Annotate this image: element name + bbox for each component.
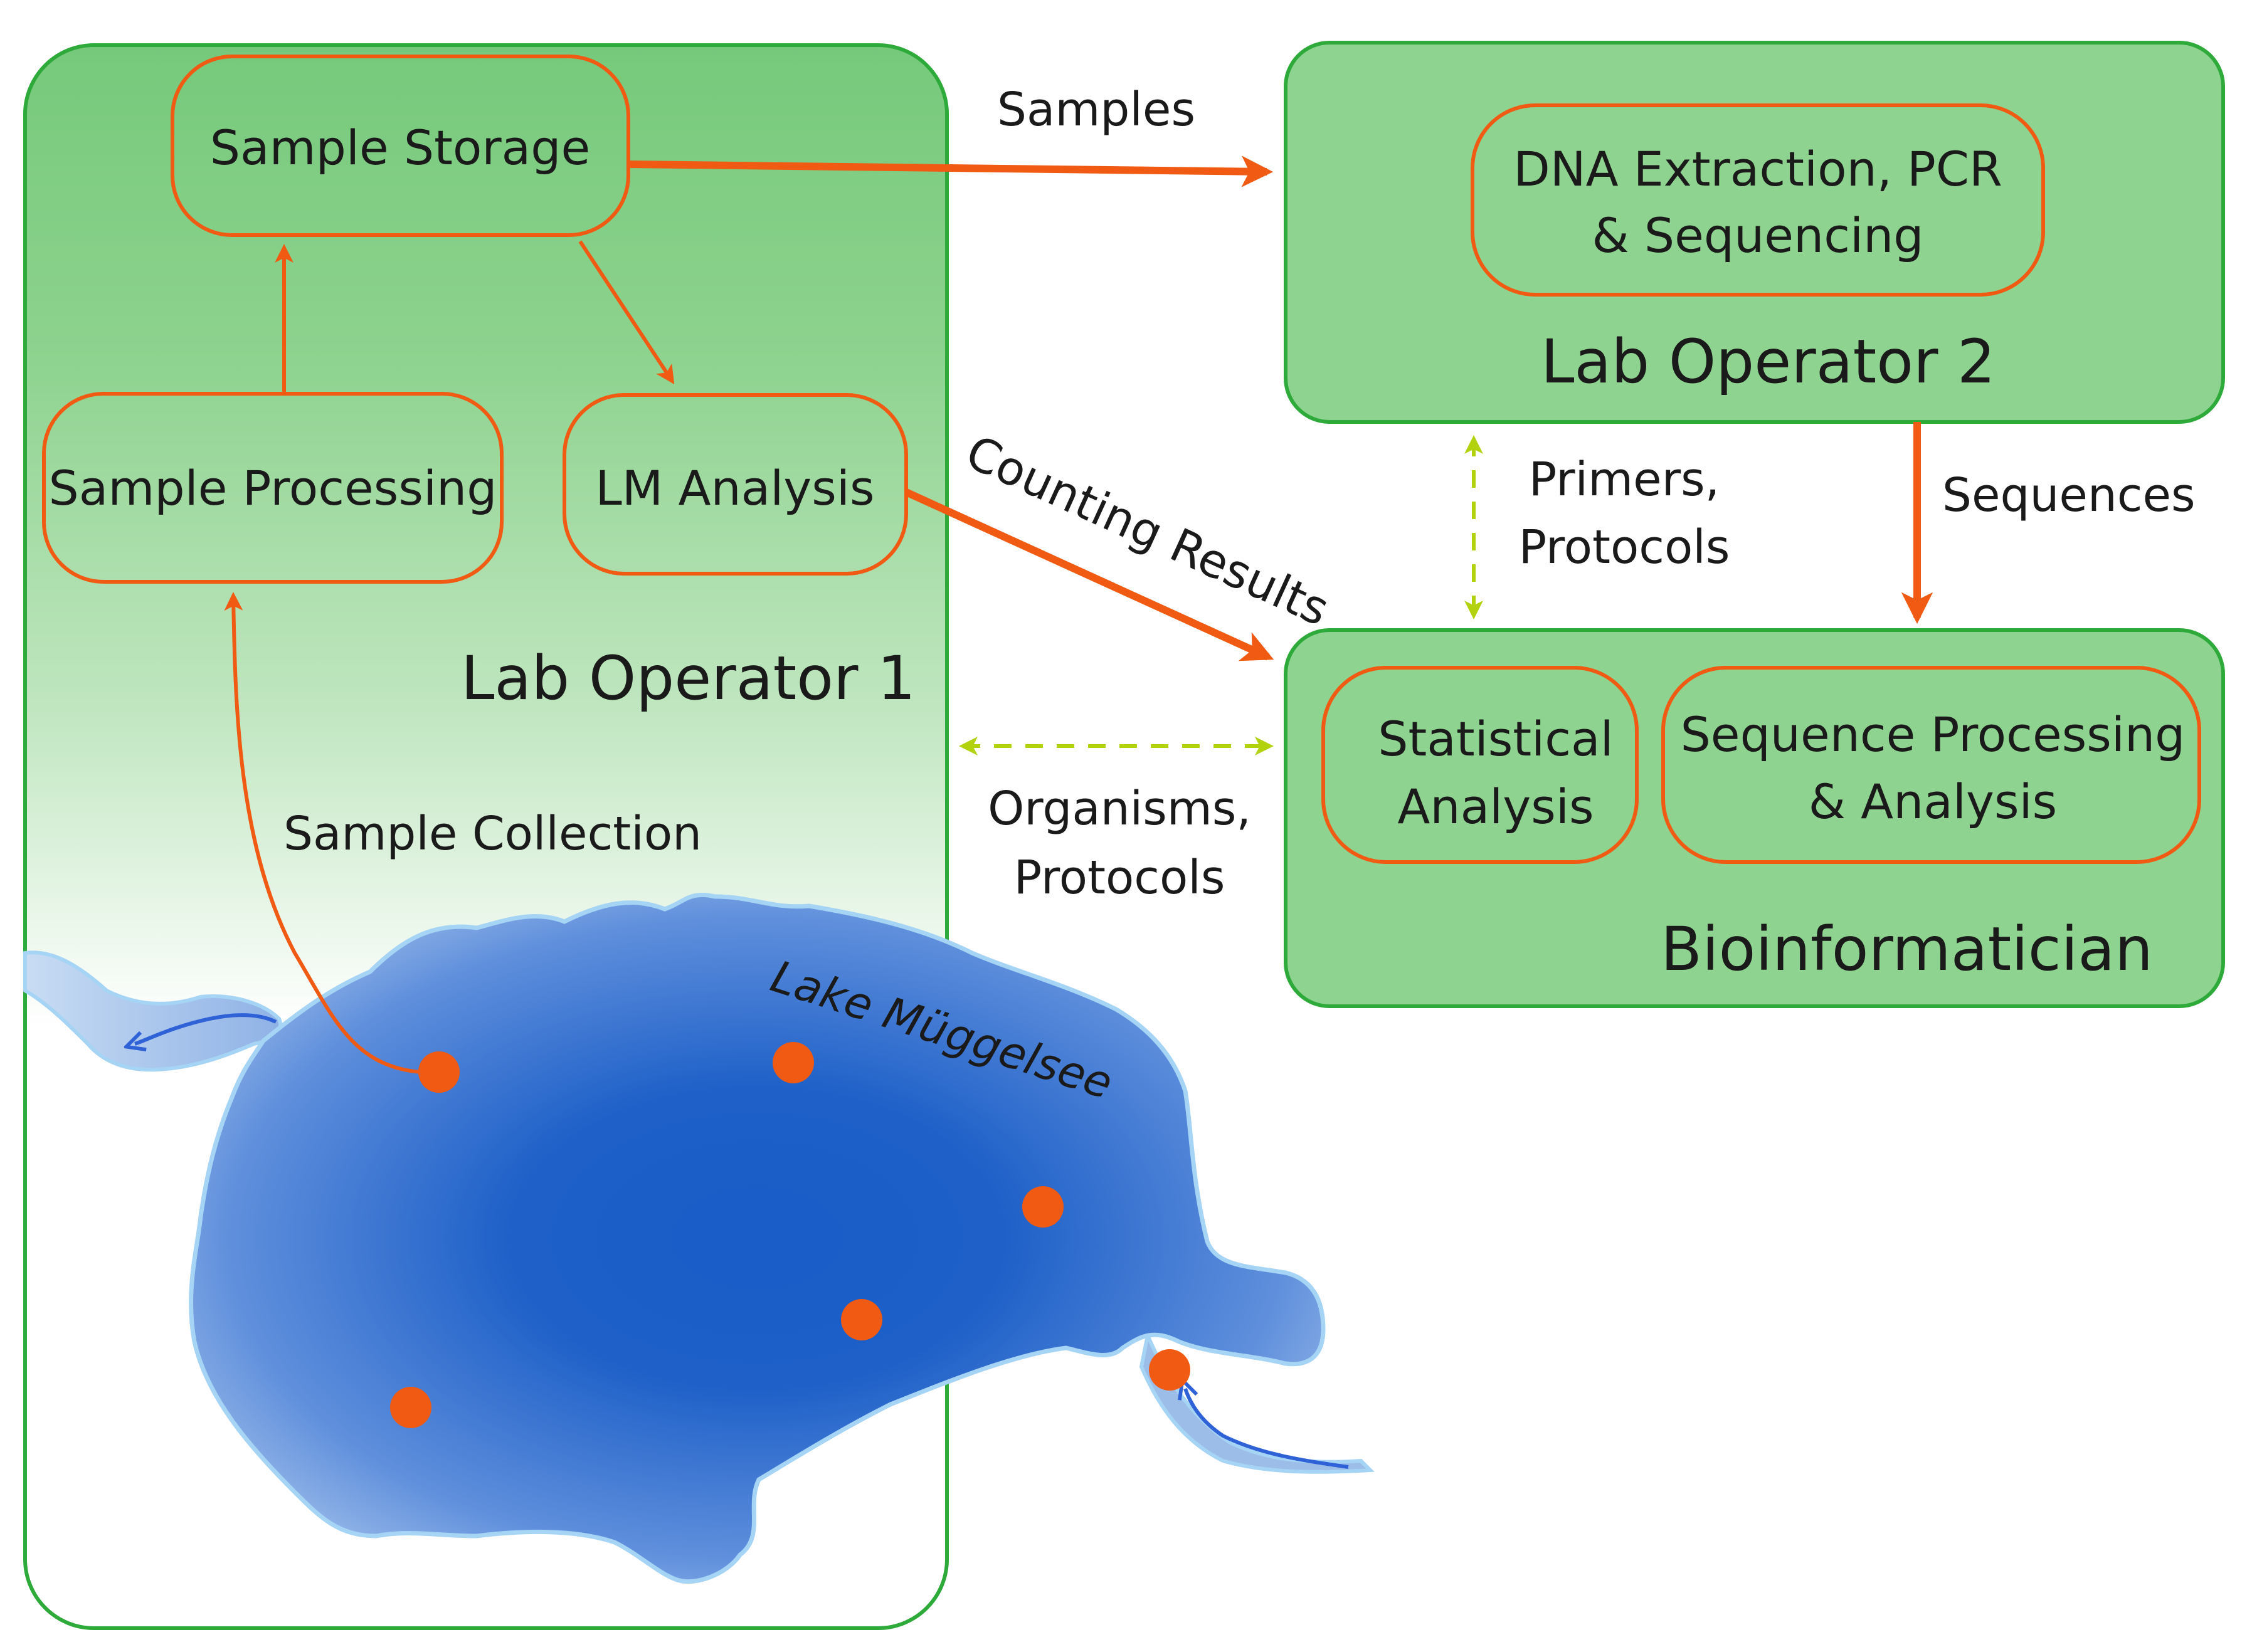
edge-label-primers-line-2: Protocols <box>1519 520 1730 574</box>
edge-label-organisms-line-2: Protocols <box>1014 851 1225 905</box>
lab-operator-2-container: Lab Operator 2 <box>1284 41 2225 424</box>
inflow-arrow <box>1185 1389 1349 1469</box>
node-lm-analysis: LM Analysis <box>563 393 908 576</box>
node-sample-storage-label: Sample Storage <box>210 120 590 176</box>
edge-storage-to-lm <box>578 240 675 385</box>
edge-label-sample-collection: Sample Collection <box>283 807 702 861</box>
sampling-points <box>390 1042 1190 1428</box>
edge-label-samples: Samples <box>997 83 1195 137</box>
sampling-point <box>1149 1349 1190 1391</box>
node-sample-storage: Sample Storage <box>171 55 630 237</box>
node-lm-analysis-label: LM Analysis <box>595 460 874 516</box>
sampling-point <box>1022 1186 1064 1228</box>
edge-counting-results <box>904 488 1274 661</box>
edge-label-organisms-line-1: Organisms, <box>988 782 1251 836</box>
sampling-point <box>390 1387 431 1428</box>
node-dna-extraction: DNA Extraction, PCR & Sequencing <box>1471 103 2045 297</box>
outflow-arrow <box>135 1013 277 1044</box>
node-statistical-analysis-line-2: Analysis <box>1397 779 1594 834</box>
node-sequence-processing: Sequence Processing & Analysis <box>1661 666 2201 864</box>
bioinformatician-title: Bioinformatician <box>1661 914 2153 984</box>
edge-label-primers-line-1: Primers, <box>1529 453 1720 507</box>
edge-samples <box>628 155 1274 187</box>
node-dna-extraction-line-1: DNA Extraction, PCR <box>1513 141 2002 197</box>
node-sample-processing-label: Sample Processing <box>49 460 497 516</box>
node-statistical-analysis: Statistical Analysis <box>1321 666 1639 864</box>
bioinformatician-container: Bioinformatician <box>1284 628 2225 1008</box>
edge-label-sequences: Sequences <box>1942 468 2196 522</box>
node-dna-extraction-line-2: & Sequencing <box>1592 208 1923 263</box>
node-sequence-processing-line-1: Sequence Processing <box>1681 707 2186 762</box>
edge-sample-collection <box>224 592 421 1074</box>
node-statistical-analysis-line-1: Statistical <box>1378 711 1614 767</box>
sampling-point <box>841 1299 882 1340</box>
sampling-point <box>773 1042 814 1083</box>
sampling-point <box>418 1051 460 1093</box>
node-sequence-processing-line-2: & Analysis <box>1809 774 2058 829</box>
lab-operator-1-title: Lab Operator 1 <box>461 643 916 713</box>
node-sample-processing: Sample Processing <box>42 392 504 584</box>
lab-operator-2-title: Lab Operator 2 <box>1541 327 1996 397</box>
lake-body <box>189 892 1326 1584</box>
